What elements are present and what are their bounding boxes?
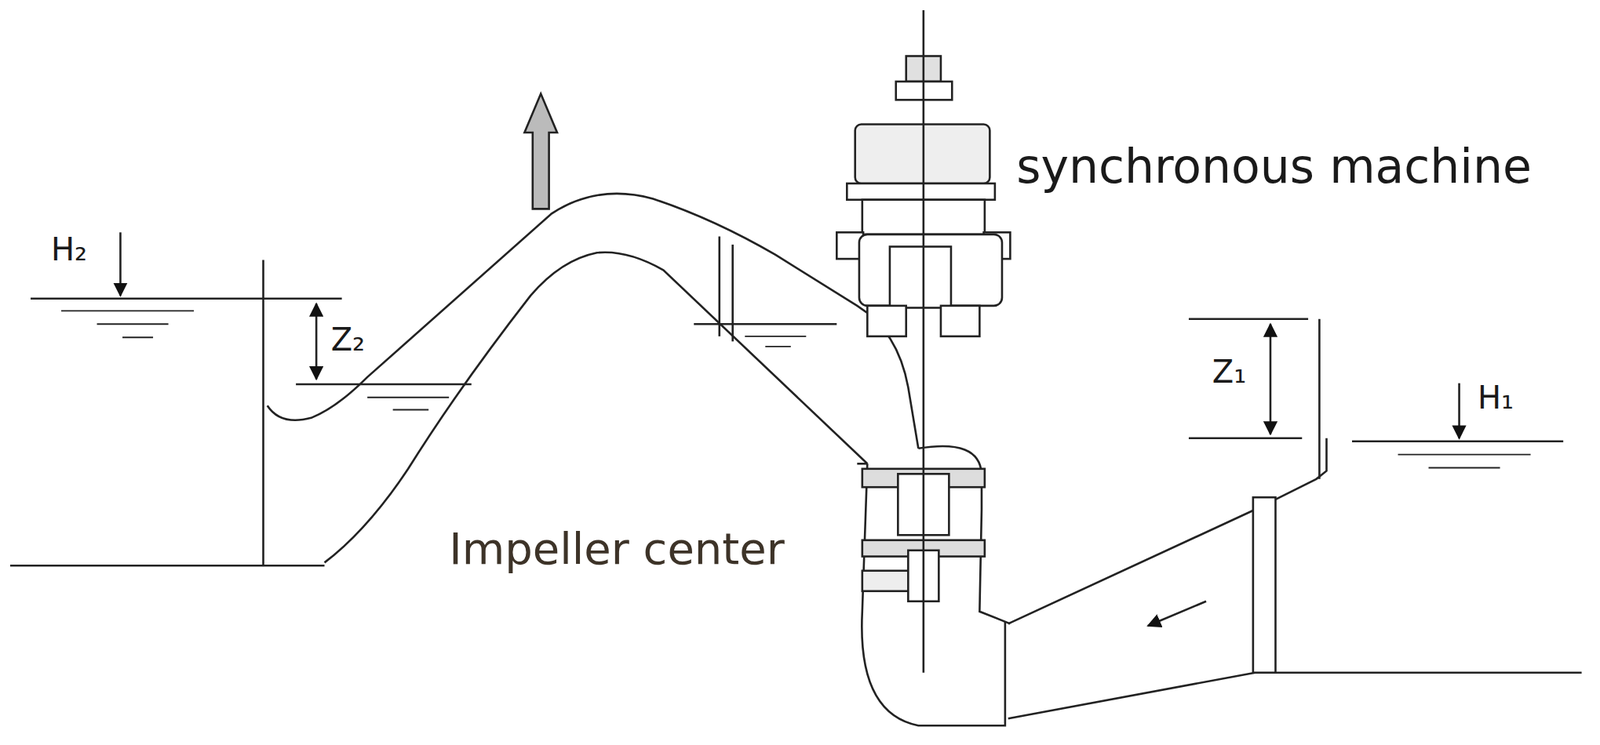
inlet-channel (1428, 467, 1501, 470)
inlet-channel (1008, 438, 1327, 625)
discharge-basin (10, 564, 325, 568)
discharge-basin (30, 297, 263, 300)
inlet-channel (1398, 454, 1531, 456)
inlet-channel (1318, 319, 1321, 480)
siphon-outlet-pipe (856, 462, 868, 466)
siphon-outlet-pipe (267, 193, 919, 563)
dimension-line (1188, 437, 1302, 441)
dimension-line (315, 303, 318, 380)
discharge-basin (61, 309, 194, 312)
pump-shaft (922, 10, 926, 674)
air-vent-arrow (524, 94, 558, 210)
synchronous-machine-symbol (940, 306, 980, 337)
synchronous-machine-symbol (889, 247, 952, 309)
pump-shaft (922, 10, 926, 674)
inlet-channel (1008, 673, 1582, 719)
discharge-basin (122, 336, 154, 339)
level-symbol: H₂ (51, 232, 88, 267)
inlet-channel (1253, 497, 1276, 674)
siphon-outlet-pipe (717, 236, 721, 337)
air-vent-arrow (524, 94, 558, 210)
inlet-channel (1352, 440, 1564, 443)
dimension-label: Z₂ (328, 322, 368, 358)
discharge-basin (97, 323, 169, 325)
siphon-outlet-pipe (744, 335, 806, 338)
dimension-label: Z₁ (1212, 354, 1247, 390)
siphon-outlet-pipe (765, 346, 791, 348)
inlet-channel (1148, 601, 1207, 627)
dimension-line (1457, 383, 1461, 439)
discharge-basin (10, 259, 472, 566)
pump-casing (862, 571, 914, 592)
level-symbol: H₁ (1477, 380, 1514, 416)
pump-casing (861, 446, 1010, 726)
synchronous-machine-symbol (846, 183, 995, 201)
part-name: Impeller center (448, 524, 785, 574)
pump-casing (861, 463, 1006, 726)
discharge-basin (262, 297, 342, 300)
discharge-basin (295, 383, 472, 387)
dimension-line (1269, 324, 1272, 434)
synchronous-machine-symbol (867, 306, 906, 337)
dimension-line (119, 232, 122, 296)
siphon-outlet-pipe (693, 323, 837, 326)
siphon-outlet-pipe (267, 193, 919, 449)
discharge-basin (262, 259, 265, 566)
discharge-basin (393, 408, 430, 411)
inlet-channel (1008, 319, 1582, 719)
siphon-outlet-pipe (731, 244, 734, 342)
part-name: synchronous machine (1016, 140, 1532, 193)
discharge-basin (367, 397, 449, 399)
siphon-outlet-pipe (324, 252, 868, 564)
dimension-line (1188, 317, 1309, 321)
